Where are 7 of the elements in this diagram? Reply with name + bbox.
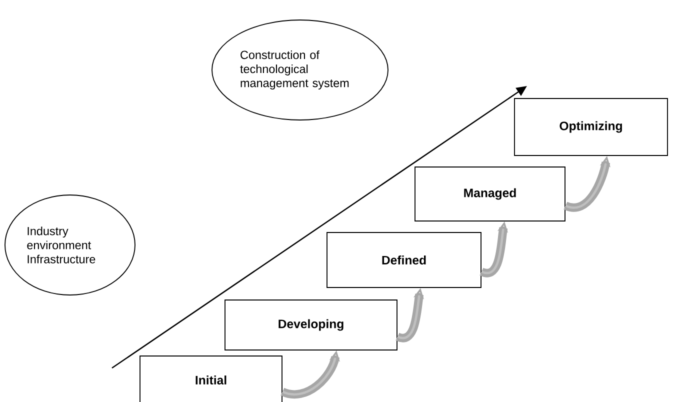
step-box: Defined [326, 232, 482, 288]
step-box: Optimizing [514, 98, 668, 156]
ellipse-node: Construction of technological management system [212, 20, 388, 120]
step-box: Initial [140, 356, 282, 402]
ellipse-node: Industry environment Infrastructure [4, 194, 136, 296]
step-box: Managed [414, 166, 566, 222]
step-box: Developing [224, 300, 398, 350]
